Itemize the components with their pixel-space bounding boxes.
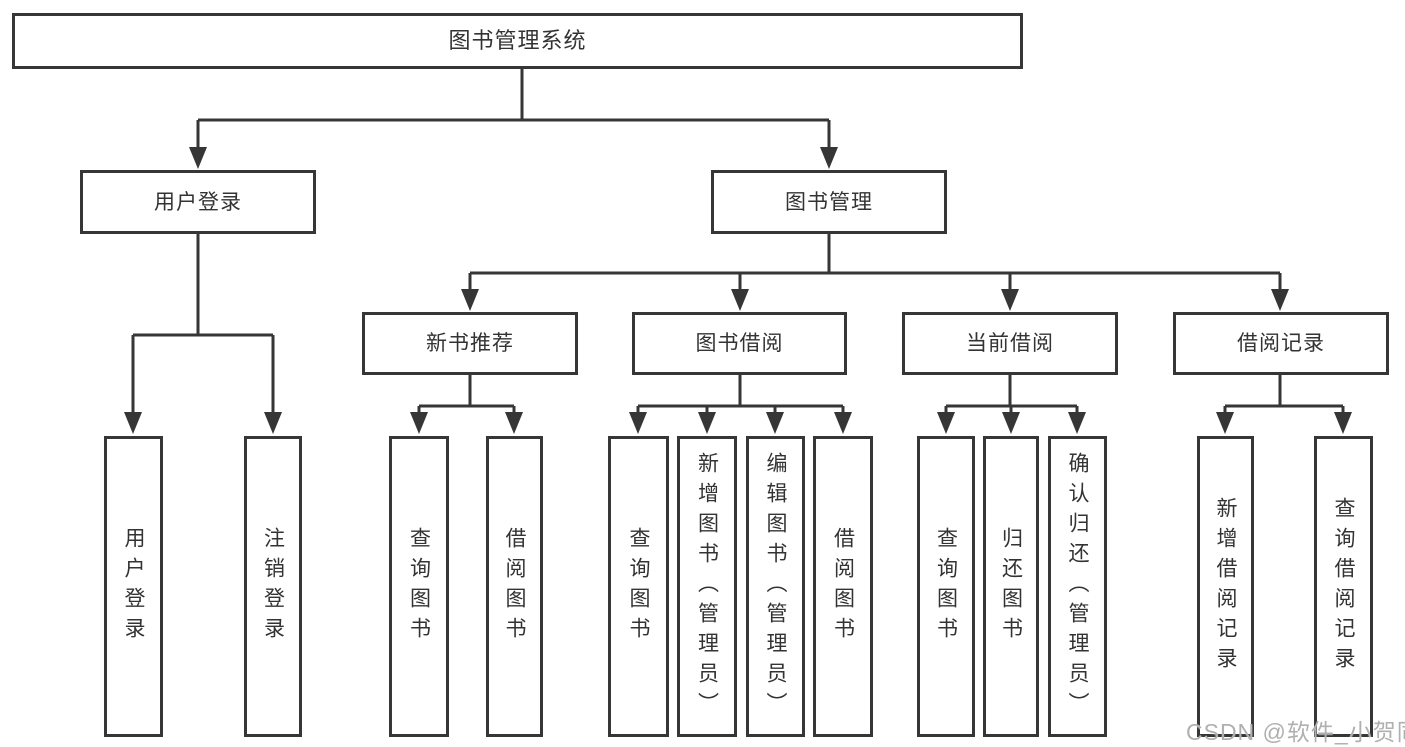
leaf-borrow-book: 借阅图书 [813,436,873,737]
node-book-borrow: 图书借阅 [632,312,847,375]
leaf-borrow-add-admin: 新增图书（管理员） [677,436,737,737]
leaf-current-return: 归还图书 [983,436,1039,737]
leaf-borrow-edit-admin: 编辑图书（管理员） [746,436,805,737]
leaf-current-confirm-admin: 确认归还（管理员） [1048,436,1107,737]
arrowheads [124,147,1352,434]
node-book-management: 图书管理 [711,170,947,234]
leaf-newbook-borrow: 借阅图书 [486,436,543,737]
node-user-login: 用户登录 [80,170,316,234]
leaf-newbook-query: 查询图书 [389,436,449,737]
leaf-user-login: 用户登录 [104,436,163,737]
leaf-records-add: 新增借阅记录 [1197,436,1254,737]
node-borrow-records: 借阅记录 [1173,312,1389,375]
node-current-borrow: 当前借阅 [902,312,1118,375]
leaf-current-query: 查询图书 [917,436,975,737]
node-library-system: 图书管理系统 [12,13,1023,69]
node-new-book-recommend: 新书推荐 [362,312,578,375]
watermark: CSDN @软件_小贺同学 [1186,719,1405,745]
leaf-records-query: 查询借阅记录 [1314,436,1373,737]
leaf-borrow-query: 查询图书 [608,436,669,737]
leaf-logout: 注销登录 [244,436,302,737]
